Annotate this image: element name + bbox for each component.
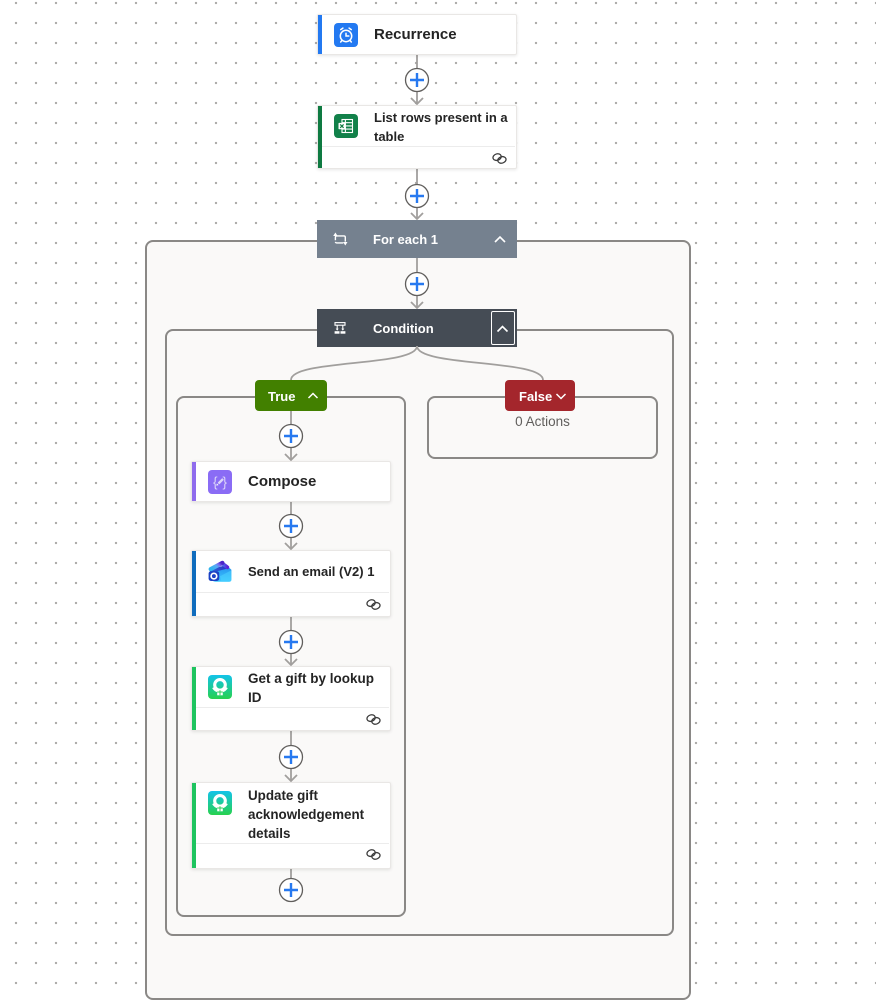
svg-text:}: } [223, 475, 228, 490]
svg-text:{: { [213, 475, 218, 490]
